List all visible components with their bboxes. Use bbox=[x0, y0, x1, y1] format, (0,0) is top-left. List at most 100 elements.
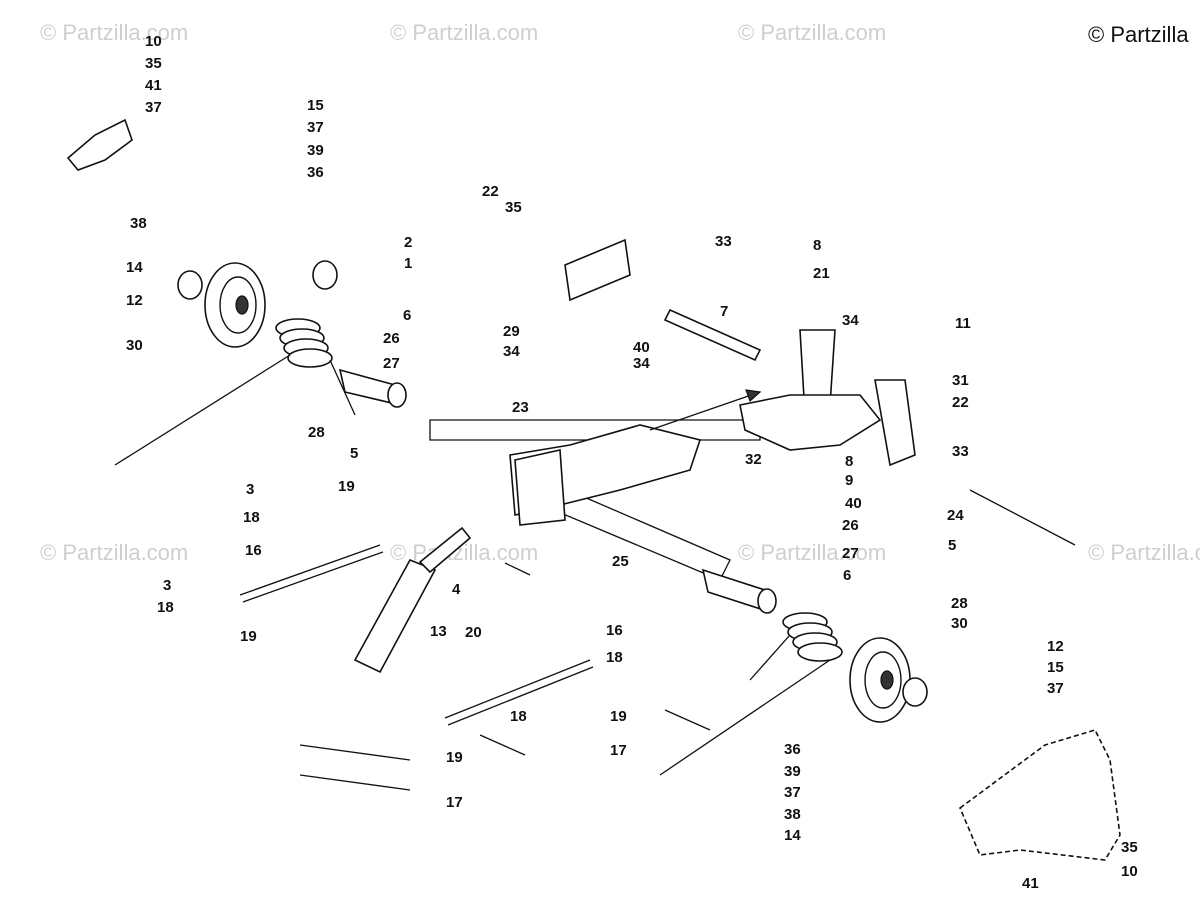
callout-label: 10 bbox=[1121, 863, 1138, 880]
callout-label: 33 bbox=[715, 233, 732, 250]
bolt bbox=[969, 489, 1076, 546]
idler-wheel-right bbox=[849, 637, 911, 723]
watermark-group: © Partzilla.com © Partzilla.com © Partzi… bbox=[40, 20, 1200, 565]
callout-label: 1 bbox=[404, 255, 412, 272]
limiter-plate bbox=[739, 394, 882, 451]
bolt bbox=[479, 734, 526, 756]
callout-label: 9 bbox=[845, 472, 853, 489]
callout-label: 40 bbox=[845, 495, 862, 512]
watermark: © Partzilla.com bbox=[390, 540, 538, 565]
callout-label: 27 bbox=[842, 545, 859, 562]
callout-label: 35 bbox=[145, 55, 162, 72]
leader-arrow bbox=[649, 391, 761, 431]
callout-label: 38 bbox=[130, 215, 147, 232]
callout-label: 19 bbox=[446, 749, 463, 766]
axle-rod bbox=[663, 308, 762, 362]
track-fragment bbox=[299, 744, 411, 791]
callout-label: 28 bbox=[308, 424, 325, 441]
callout-label: 22 bbox=[952, 394, 969, 411]
callout-label: 10 bbox=[145, 33, 162, 50]
callout-label: 35 bbox=[1121, 839, 1138, 856]
callout-label: 8 bbox=[813, 237, 821, 254]
callout-label: 15 bbox=[1047, 659, 1064, 676]
callout-label: 14 bbox=[126, 259, 143, 276]
callout-label: 8 bbox=[845, 453, 853, 470]
callout-label: 41 bbox=[1022, 875, 1039, 892]
callout-label: 15 bbox=[307, 97, 324, 114]
side-plate bbox=[959, 729, 1121, 861]
callout-label: 3 bbox=[163, 577, 171, 594]
cover-plate bbox=[66, 118, 133, 171]
callout-label: 22 bbox=[482, 183, 499, 200]
callout-label: 17 bbox=[610, 742, 627, 759]
callout-label: 7 bbox=[720, 303, 728, 320]
callout-label: 25 bbox=[612, 553, 629, 570]
link-arm-upper bbox=[239, 544, 381, 596]
callout-label: 38 bbox=[784, 806, 801, 823]
limiter-pivot bbox=[874, 379, 916, 467]
callout-label: 13 bbox=[430, 623, 447, 640]
callout-label: 30 bbox=[126, 337, 143, 354]
part-drawings bbox=[66, 118, 1121, 861]
bearing bbox=[902, 677, 928, 707]
callout-label: 36 bbox=[307, 164, 324, 181]
callout-label: 30 bbox=[951, 615, 968, 632]
callout-label: 34 bbox=[842, 312, 859, 329]
callout-label: 16 bbox=[606, 622, 623, 639]
callout-label: 6 bbox=[843, 567, 851, 584]
callout-label: 26 bbox=[383, 330, 400, 347]
callout-label: 18 bbox=[157, 599, 174, 616]
watermark: © Partzilla.com bbox=[390, 20, 538, 45]
callout-label: 34 bbox=[633, 355, 650, 372]
bolt bbox=[664, 709, 711, 731]
callout-label: 36 bbox=[784, 741, 801, 758]
callout-label: 12 bbox=[1047, 638, 1064, 655]
callout-label: 11 bbox=[955, 315, 971, 332]
bearing bbox=[177, 270, 203, 300]
callout-label: 24 bbox=[947, 507, 964, 524]
watermark: © Partzilla.com bbox=[738, 20, 886, 45]
callout-label: 4 bbox=[452, 581, 461, 598]
callout-label: 32 bbox=[745, 451, 762, 468]
callout-label: 34 bbox=[503, 343, 520, 360]
callout-label: 40 bbox=[633, 339, 650, 356]
callout-label: 29 bbox=[503, 323, 520, 340]
callout-label: 39 bbox=[784, 763, 801, 780]
callout-label: 5 bbox=[948, 537, 956, 554]
idler-wheel-left bbox=[204, 262, 266, 348]
bushing-end bbox=[387, 382, 407, 408]
callout-label: 23 bbox=[512, 399, 529, 416]
callout-label: 14 bbox=[784, 827, 801, 844]
callout-label: 19 bbox=[610, 708, 627, 725]
callout-label: 20 bbox=[465, 624, 482, 641]
callout-label: 5 bbox=[350, 445, 358, 462]
callout-label: 33 bbox=[952, 443, 969, 460]
callout-label: 37 bbox=[784, 784, 801, 801]
callout-label: 37 bbox=[307, 119, 324, 136]
watermark: © Partzilla.com bbox=[1088, 540, 1200, 565]
callout-label: 19 bbox=[240, 628, 257, 645]
link-arm-lower bbox=[444, 659, 591, 719]
callout-label: 41 bbox=[145, 77, 162, 94]
watermark: © Partzilla.com bbox=[40, 540, 188, 565]
callout-label: 3 bbox=[246, 481, 254, 498]
mounting-bracket bbox=[564, 238, 631, 302]
callout-label: 27 bbox=[383, 355, 400, 372]
callout-label: 21 bbox=[813, 265, 830, 282]
callout-label: 39 bbox=[307, 142, 324, 159]
callout-label: 2 bbox=[404, 234, 412, 251]
callout-label: 16 bbox=[245, 542, 262, 559]
watermark: © Partzilla.com bbox=[40, 20, 188, 45]
callout-label: 19 bbox=[338, 478, 355, 495]
arrow-head bbox=[745, 389, 762, 403]
spring-left bbox=[114, 318, 356, 466]
callout-label: 31 bbox=[952, 372, 969, 389]
callout-label: 37 bbox=[1047, 680, 1064, 697]
copyright-text: © Partzilla bbox=[1088, 22, 1189, 47]
bearing bbox=[312, 260, 338, 290]
callout-label: 12 bbox=[126, 292, 143, 309]
callout-label: 35 bbox=[505, 199, 522, 216]
